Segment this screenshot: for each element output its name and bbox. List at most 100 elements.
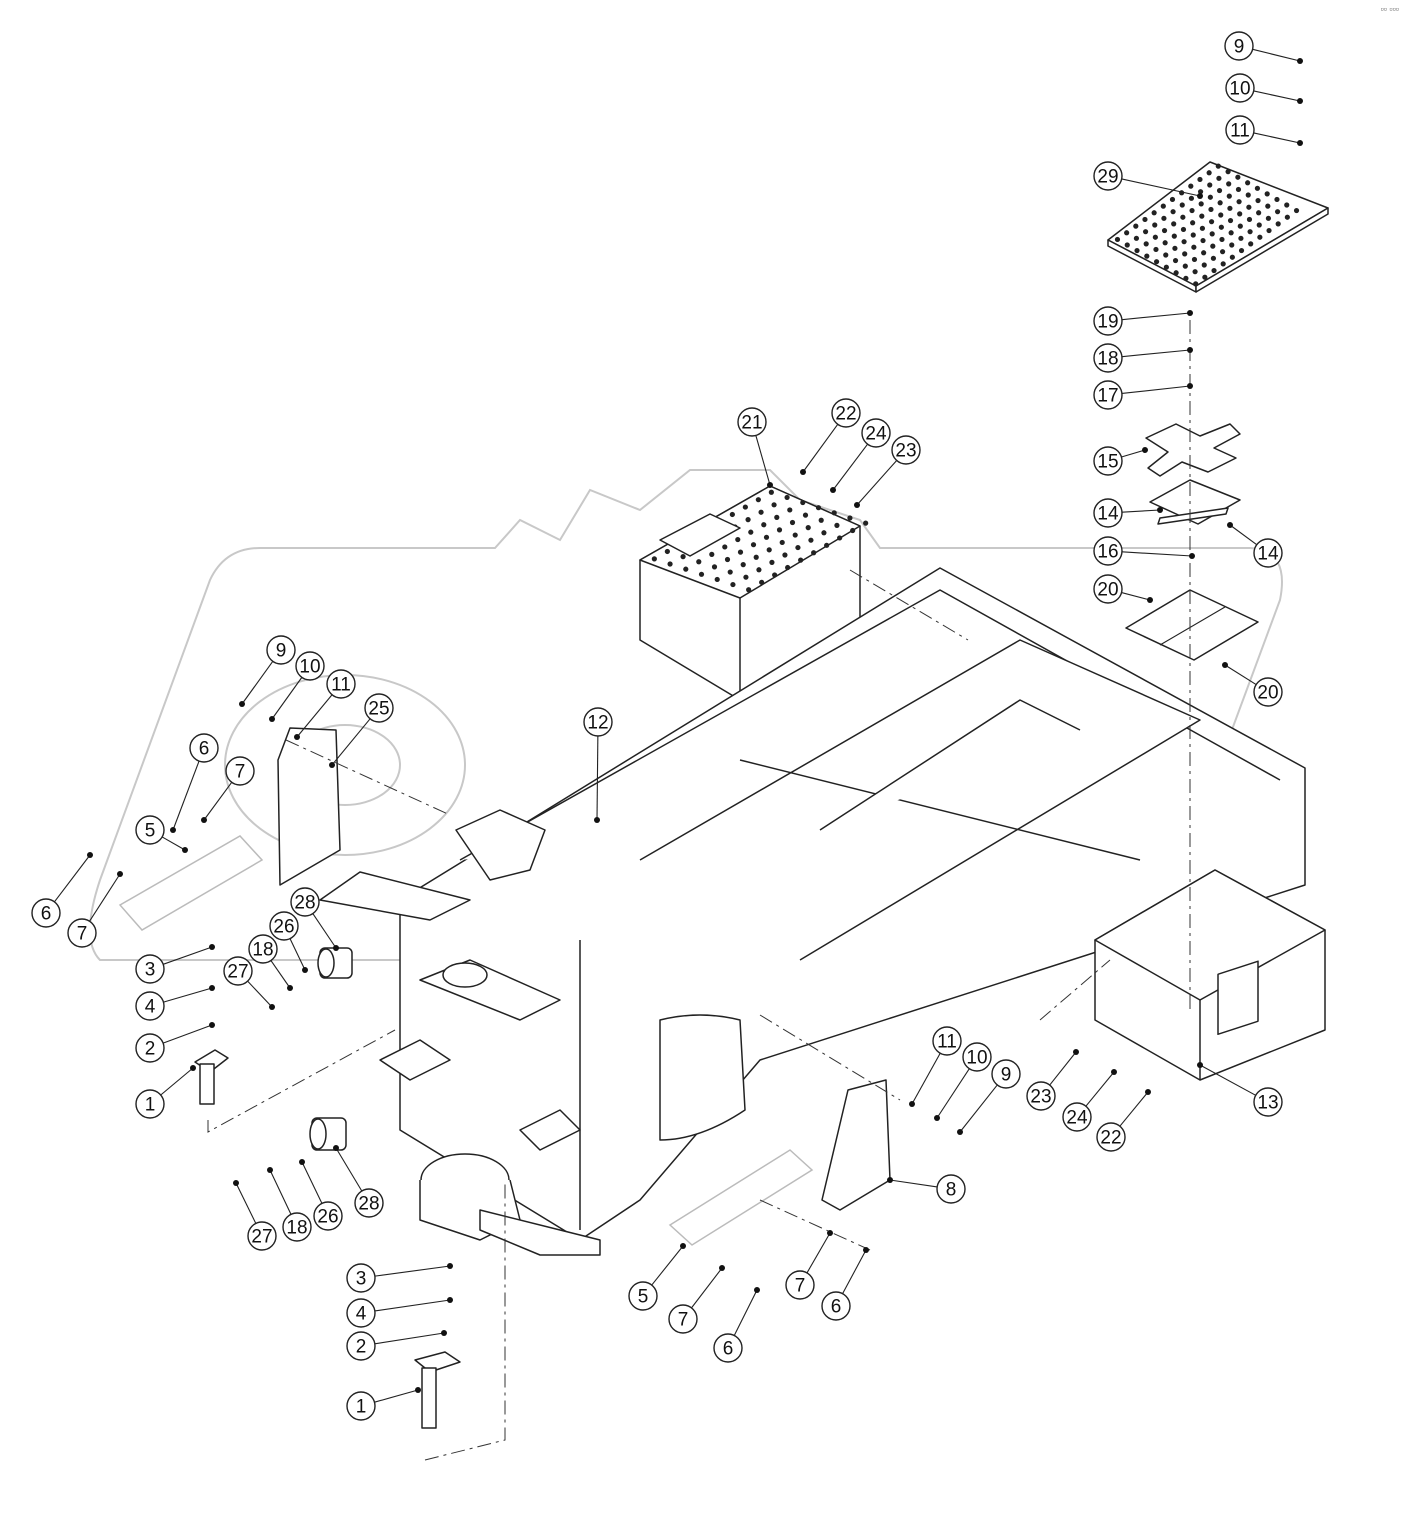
fastener-dot [302, 967, 308, 973]
plate-hole [1200, 237, 1206, 244]
corner-mark: ▫▫ ▫▫▫ [1380, 4, 1399, 14]
fastener-dot [209, 944, 215, 950]
fastener-dot [1297, 140, 1303, 146]
callout-number: 14 [1257, 544, 1279, 565]
fastener-dot [719, 1265, 725, 1271]
leader-line [163, 946, 213, 965]
box-hole [769, 559, 775, 565]
callout-bubble: 13 [1253, 1087, 1283, 1117]
callout-bubble: 24 [861, 418, 891, 448]
plate-hole [1219, 249, 1226, 255]
fastener-dot [1157, 507, 1163, 513]
callout-bubble: 14 [1253, 538, 1283, 568]
callout-number: 10 [966, 1048, 987, 1069]
callout-circle [346, 1391, 376, 1421]
plate-hole [1265, 215, 1272, 221]
box-hole [698, 571, 705, 577]
plate-hole [1153, 246, 1159, 253]
plate-hole [1210, 255, 1217, 261]
callout-number: 11 [1230, 121, 1250, 142]
callout-circle [932, 1026, 962, 1056]
plate-hole [1171, 221, 1177, 227]
plate-hole [1226, 181, 1232, 187]
box-hole [711, 564, 718, 570]
plate-hole [1275, 221, 1281, 227]
callout-circle [346, 1263, 376, 1293]
plate-hole [1284, 214, 1290, 220]
plate-hole [1133, 235, 1140, 241]
fastener-dot [117, 871, 123, 877]
box-hole [789, 519, 796, 526]
leader-line [331, 718, 371, 766]
box-hole [785, 564, 791, 571]
plate-hole [1191, 256, 1198, 263]
fastener-dot [441, 1330, 447, 1336]
plate-hole [1192, 269, 1198, 275]
plate-hole [1201, 262, 1207, 268]
plate-hole [1182, 251, 1188, 257]
plate-hole [1191, 244, 1197, 250]
callout-bubble: 22 [831, 398, 861, 428]
leader-line [911, 1052, 941, 1105]
leader-line [1121, 449, 1146, 458]
callout-bubble: 2 [135, 1033, 165, 1063]
box-hole [737, 549, 744, 555]
callout-number: 7 [678, 1310, 689, 1331]
plate-hole [1114, 236, 1121, 243]
callout-number: 6 [723, 1339, 734, 1360]
fastener-dot [299, 1159, 305, 1165]
callout-number: 6 [41, 904, 52, 925]
leader-line [1252, 48, 1301, 62]
part-28-bushing-lower [309, 1117, 347, 1151]
callout-bubble: 9 [1224, 31, 1254, 61]
callout-bubble: 6 [713, 1333, 743, 1363]
callout-circle [991, 1059, 1021, 1089]
plate-hole [1172, 245, 1178, 251]
callout-circle [326, 669, 356, 699]
leader-line [1121, 385, 1191, 395]
callout-circle [936, 1174, 966, 1204]
box-hole [800, 499, 806, 506]
callout-circle [1253, 538, 1283, 568]
fastener-dot [1145, 1089, 1151, 1095]
leader-line [1121, 312, 1191, 321]
leader-line [1229, 524, 1258, 546]
callout-bubble: 10 [962, 1042, 992, 1072]
callout-circle [1253, 677, 1283, 707]
callout-bubble: 6 [821, 1291, 851, 1321]
callout-number: 6 [831, 1297, 842, 1318]
callout-bubble: 7 [785, 1270, 815, 1300]
leader-line [1253, 132, 1301, 144]
box-hole [811, 550, 817, 556]
callout-bubble: 2 [346, 1331, 376, 1361]
box-hole [680, 554, 686, 560]
box-hole [753, 554, 759, 560]
plate-hole [1181, 239, 1187, 245]
plate-hole [1172, 257, 1179, 264]
callout-bubble: 15 [1093, 446, 1123, 476]
box-hole [834, 522, 840, 528]
plate-hole [1133, 223, 1139, 229]
callout-number: 12 [587, 713, 608, 734]
fastener-dot [1297, 98, 1303, 104]
callout-bubble: 29 [1093, 161, 1123, 191]
box-hole [759, 579, 765, 585]
box-hole [798, 557, 804, 563]
callout-number: 5 [145, 821, 156, 842]
plate-hole [1236, 199, 1242, 205]
fastener-dot [800, 469, 806, 475]
callout-number: 5 [638, 1287, 649, 1308]
part-5-pin-left [118, 835, 264, 931]
leader-line [936, 1068, 970, 1119]
leader-line [160, 1067, 194, 1096]
callout-number: 15 [1097, 452, 1118, 473]
callout-number: 21 [741, 413, 762, 434]
part-13-tool-box [1094, 869, 1326, 1081]
plate-hole [1215, 163, 1221, 169]
fastener-dot [754, 1287, 760, 1293]
callout-circle [785, 1270, 815, 1300]
plate-hole [1245, 192, 1251, 198]
callout-number: 14 [1097, 504, 1119, 525]
box-hole [802, 512, 809, 518]
callout-number: 27 [227, 962, 248, 983]
